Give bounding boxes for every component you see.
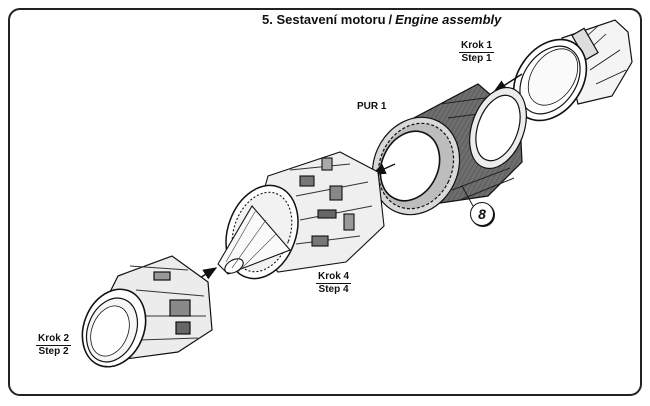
step-2-czech: Krok 2 [36, 333, 72, 346]
step-4-czech: Krok 4 [316, 271, 352, 284]
step-1-label: Krok 1 Step 1 [459, 40, 495, 65]
step-1-czech: Krok 1 [459, 40, 495, 53]
diagram-title: 5. Sestavení motoru/Engine assembly [262, 12, 501, 27]
step-1-english: Step 1 [461, 53, 492, 64]
step-4-english: Step 4 [318, 284, 349, 295]
engine-core-part [217, 151, 385, 280]
title-czech: 5. Sestavení motoru [262, 12, 386, 27]
part-number-leader [461, 185, 474, 207]
title-english: Engine assembly [395, 12, 502, 27]
step-4-label: Krok 4 Step 4 [316, 271, 352, 296]
pur-label: PUR 1 [357, 101, 387, 112]
rear-casing-part [371, 83, 527, 216]
part-number-badge: 8 [470, 202, 494, 226]
step-2-label: Krok 2 Step 2 [36, 333, 72, 358]
front-intake-part [81, 255, 213, 368]
title-separator: / [388, 12, 393, 27]
step-2-english: Step 2 [38, 346, 69, 357]
exhaust-cone-part [512, 19, 633, 122]
